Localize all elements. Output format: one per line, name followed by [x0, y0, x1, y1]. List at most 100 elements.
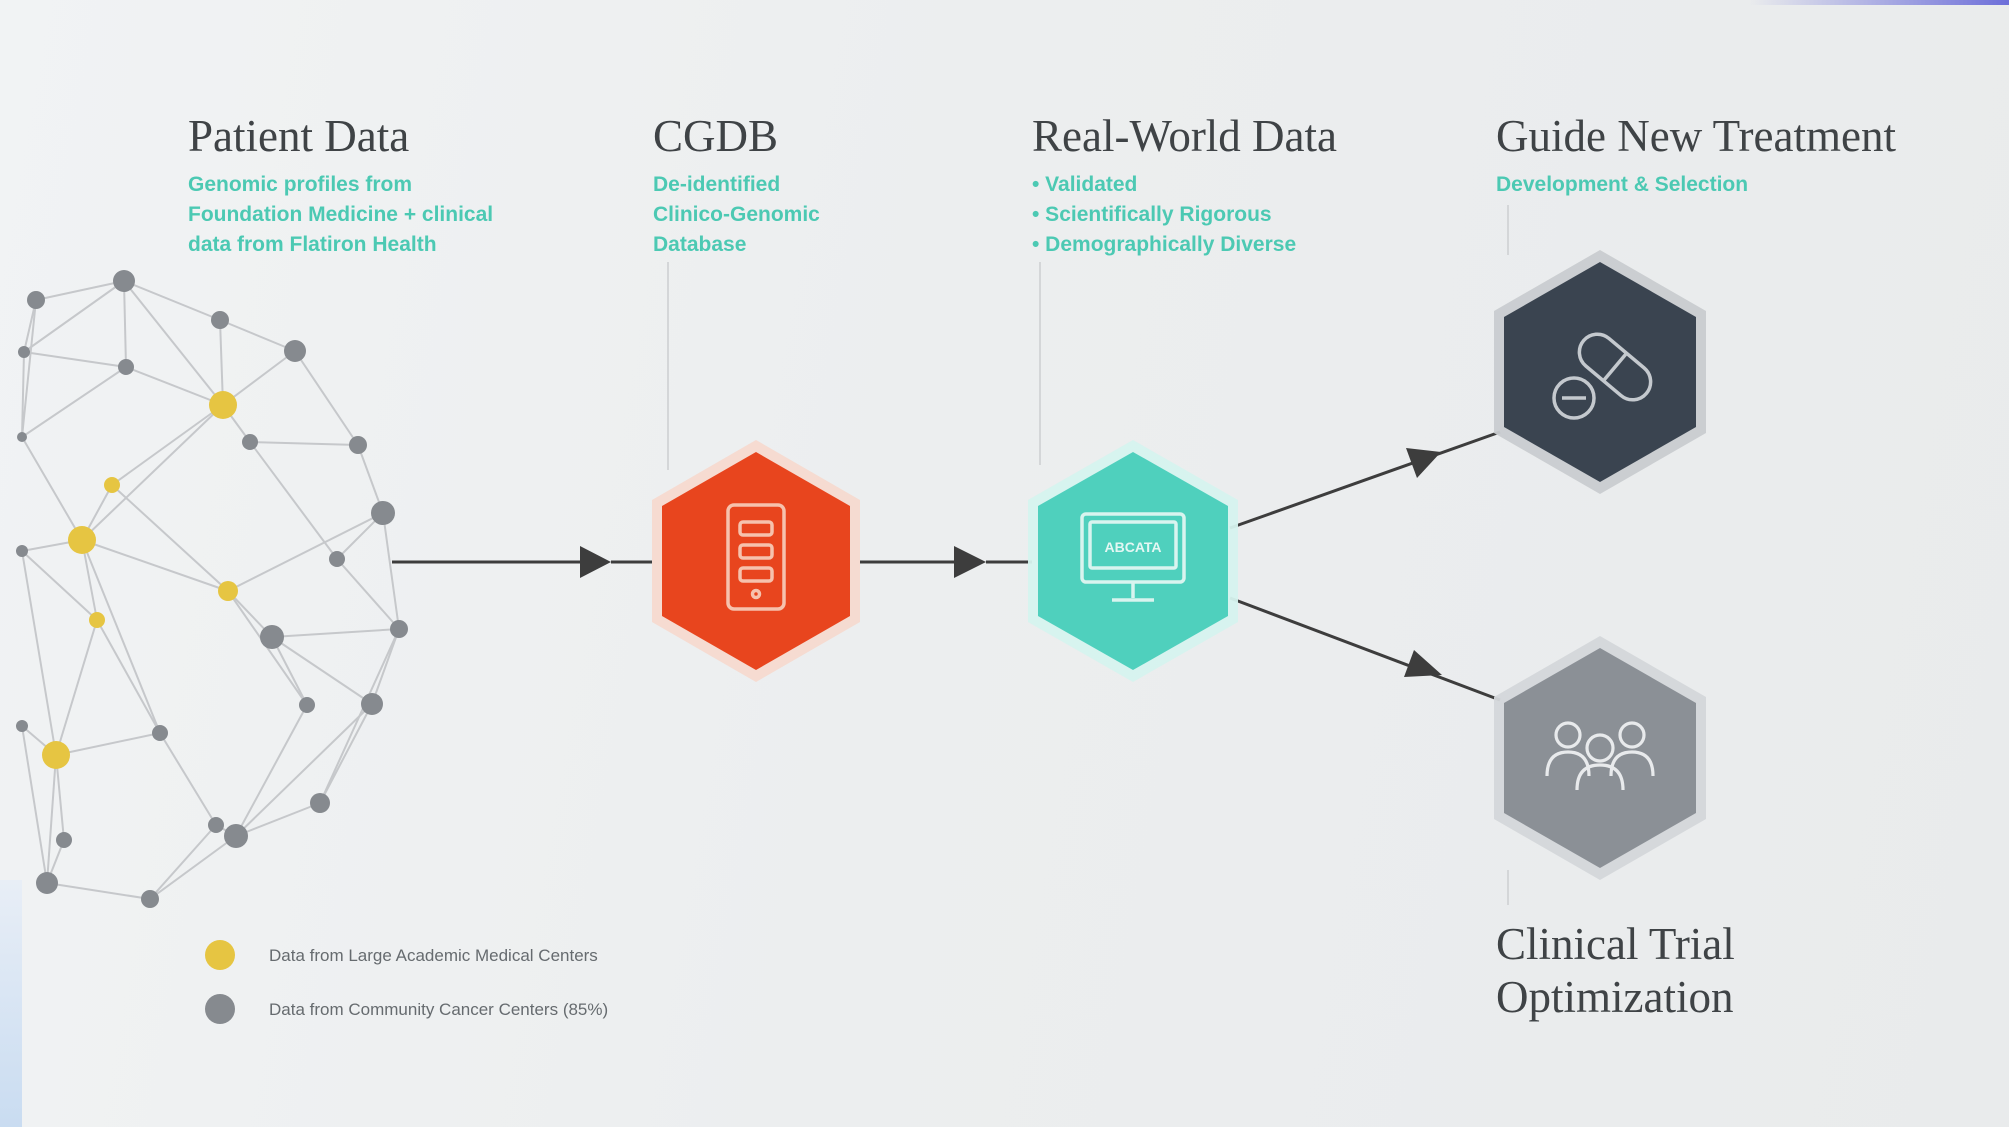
network-edge [235, 704, 308, 837]
network-edge [46, 754, 57, 884]
column-subtitle-patient-data: Genomic profiles from Foundation Medicin… [188, 170, 493, 260]
network-edge [125, 366, 224, 406]
network-edge [111, 404, 224, 486]
subtitle-line: • Scientifically Rigorous [1032, 203, 1272, 226]
clinical-trial-optimization-title: Clinical Trial Optimization [1496, 918, 1735, 1024]
arrow-rwd-to-treatment [1229, 430, 1501, 530]
patient-network-sphere [16, 270, 408, 908]
network-node-community [371, 501, 395, 525]
people-icon [1545, 721, 1655, 791]
subtitle-line: Foundation Medicine + clinical [188, 203, 494, 226]
network-edge [21, 366, 127, 438]
database-server-icon [726, 503, 786, 611]
column-subtitle-real-world-data: • Validated • Scientifically Rigorous • … [1032, 170, 1296, 260]
network-edge [123, 280, 221, 321]
network-node-community [224, 824, 248, 848]
network-node-community [299, 697, 315, 713]
network-node-academic [89, 612, 105, 628]
title-line: Clinical Trial [1496, 919, 1735, 969]
pill-icon [1552, 332, 1653, 420]
network-edge [235, 703, 373, 837]
arrow-cgdb-to-rwd [860, 546, 1032, 578]
network-edge [271, 628, 400, 638]
subtitle-line: • Demographically Diverse [1032, 233, 1297, 256]
column-subtitle-guide-new-treatment: Development & Selection [1496, 170, 1748, 200]
network-node-community [118, 359, 134, 375]
cgdb-node [652, 440, 860, 682]
title-line: Optimization [1496, 972, 1734, 1022]
monitor-screen-text: ABCATA [1104, 539, 1161, 555]
arrow-rwd-to-trial [1229, 596, 1501, 702]
network-edge [219, 319, 296, 352]
network-node-community [242, 434, 258, 450]
subtitle-line: De-identified [653, 173, 781, 196]
column-title-cgdb: CGDB [653, 111, 779, 161]
network-edge [55, 732, 161, 756]
network-edge [96, 619, 161, 734]
network-edge [319, 628, 400, 804]
network-edge [55, 619, 98, 756]
column-title-guide-new-treatment: Guide New Treatment [1496, 111, 1896, 161]
network-edge [23, 351, 127, 368]
network-node-community [390, 620, 408, 638]
network-edge [271, 636, 308, 706]
network-edge [55, 754, 65, 841]
network-node-community [211, 311, 229, 329]
network-edge [382, 512, 400, 630]
network-node-community [27, 291, 45, 309]
network-node-community [329, 551, 345, 567]
network-node-community [349, 436, 367, 454]
network-node-academic [218, 581, 238, 601]
treatment-node [1494, 250, 1706, 494]
network-edge [81, 539, 229, 592]
arrow-patient-to-cgdb [392, 546, 652, 578]
network-edge [271, 636, 373, 705]
network-edge [81, 539, 161, 734]
network-edge [21, 550, 57, 756]
subtitle-line: • Validated [1032, 173, 1138, 196]
column-subtitle-cgdb: De-identified Clinico-Genomic Database [653, 170, 820, 260]
network-node-community [17, 432, 27, 442]
legend-dot-yellow [205, 940, 235, 970]
column-title-patient-data: Patient Data [188, 111, 410, 161]
network-node-community [18, 346, 30, 358]
subtitle-line: Development & Selection [1496, 173, 1749, 196]
network-edge [21, 299, 37, 438]
network-edge [35, 280, 125, 301]
network-edge [294, 350, 359, 446]
network-node-community [361, 693, 383, 715]
network-node-community [208, 817, 224, 833]
network-node-community [16, 545, 28, 557]
real-world-data-node: ABCATA [1028, 440, 1238, 682]
subtitle-line: data from Flatiron Health [188, 233, 437, 256]
network-edge [21, 436, 83, 541]
legend-label: Data from Large Academic Medical Centers [269, 946, 598, 965]
legend-dot-gray [205, 994, 235, 1024]
subtitle-line: Clinico-Genomic [653, 203, 820, 226]
network-edge [319, 703, 373, 804]
network-edge [123, 280, 127, 368]
network-edge [336, 558, 400, 630]
network-node-community [36, 872, 58, 894]
network-edge [357, 444, 384, 514]
network-edge [249, 441, 338, 560]
network-edge [222, 350, 296, 406]
network-node-community [16, 720, 28, 732]
legend-label: Data from Community Cancer Centers (85%) [269, 1000, 609, 1019]
network-edge [371, 628, 400, 705]
network-edge [149, 835, 237, 900]
network-edge [235, 802, 321, 837]
network-edge [21, 351, 25, 438]
network-node-academic [68, 526, 96, 554]
network-edge [149, 824, 217, 900]
network-edge [46, 882, 151, 900]
column-title-real-world-data: Real-World Data [1032, 111, 1338, 161]
network-node-community [310, 793, 330, 813]
network-node-community [56, 832, 72, 848]
network-node-academic [104, 477, 120, 493]
network-edge [227, 512, 384, 592]
network-node-community [113, 270, 135, 292]
network-node-community [284, 340, 306, 362]
network-edge [219, 319, 224, 406]
